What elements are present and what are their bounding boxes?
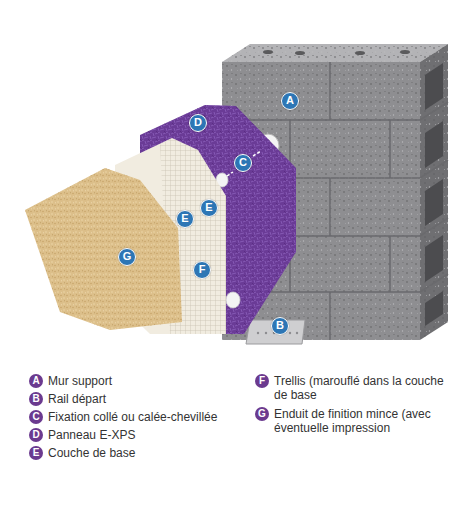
legend-swatch: F	[255, 374, 269, 388]
legend-entry: G Enduit de finition mince (avec éventuel…	[255, 407, 450, 435]
legend-swatch: E	[29, 446, 43, 460]
legend-entry: B Rail départ	[29, 392, 106, 406]
legend-entry: F Trellis (marouflé dans la couche de bas…	[255, 374, 450, 402]
callout-letter: D	[189, 114, 207, 132]
callout-letter: C	[234, 154, 252, 172]
legend-letter: B	[32, 393, 39, 404]
legend-entry: D Panneau E-XPS	[29, 428, 135, 442]
legend-entry: C Fixation collé ou calée-chevillée	[29, 410, 217, 424]
legend-text: Couche de base	[48, 446, 135, 460]
callout-letter: B	[271, 317, 289, 335]
callout-letter: E	[176, 210, 194, 228]
legend-entry: E Couche de base	[29, 446, 135, 460]
callout-letter: G	[118, 248, 136, 266]
legend-swatch: D	[29, 428, 43, 442]
legend-swatch: G	[255, 407, 269, 421]
callout-letter: E	[200, 199, 218, 217]
legend-letter: C	[32, 411, 39, 422]
legend-swatch: A	[29, 374, 43, 388]
legend-swatch: C	[29, 410, 43, 424]
finish-render	[25, 168, 182, 330]
legend-text: Mur support	[48, 374, 112, 388]
legend-letter: G	[258, 408, 266, 419]
legend-text: Trellis (marouflé dans la couche de base	[274, 374, 450, 402]
callout-letter: F	[193, 261, 211, 279]
legend-text: Fixation collé ou calée-chevillée	[48, 410, 217, 424]
legend-text: Enduit de finition mince (avec éventuell…	[274, 407, 450, 435]
legend-letter: D	[32, 429, 39, 440]
legend-letter: F	[259, 375, 265, 386]
legend-text: Rail départ	[48, 392, 106, 406]
callout-letter: A	[281, 92, 299, 110]
legend-entry: A Mur support	[29, 374, 112, 388]
legend-swatch: B	[29, 392, 43, 406]
legend-letter: A	[32, 375, 39, 386]
legend-text: Panneau E-XPS	[48, 428, 135, 442]
legend-letter: E	[33, 447, 40, 458]
